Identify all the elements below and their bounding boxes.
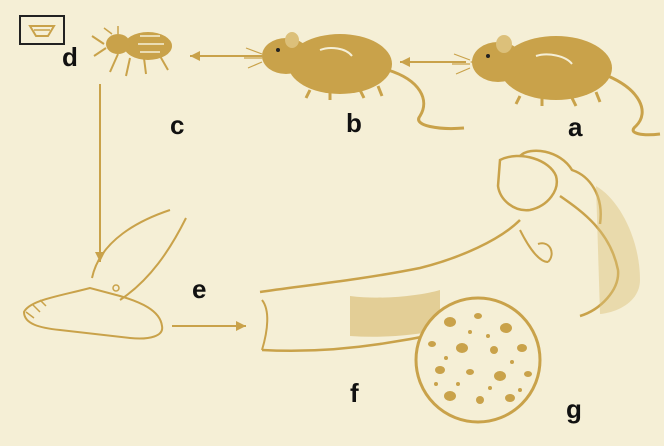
arrow-rat-to-flea (190, 51, 262, 61)
label-c: c (170, 112, 184, 138)
bitten-foot-illustration (24, 210, 186, 339)
flea-illustration (92, 26, 172, 76)
arrow-foot-to-patient (172, 321, 246, 331)
label-a: a (568, 114, 582, 140)
bacteria-magnified-circle (416, 298, 540, 422)
label-g: g (566, 396, 582, 422)
flea-magnifier-box (20, 16, 64, 44)
arrow-flea-to-foot (95, 84, 105, 262)
rat-illustration (452, 35, 660, 135)
label-b: b (346, 110, 362, 136)
label-d: d (62, 44, 78, 70)
label-e: e (192, 276, 206, 302)
label-f: f (350, 380, 359, 406)
arrow-rat-to-rat (400, 57, 466, 67)
